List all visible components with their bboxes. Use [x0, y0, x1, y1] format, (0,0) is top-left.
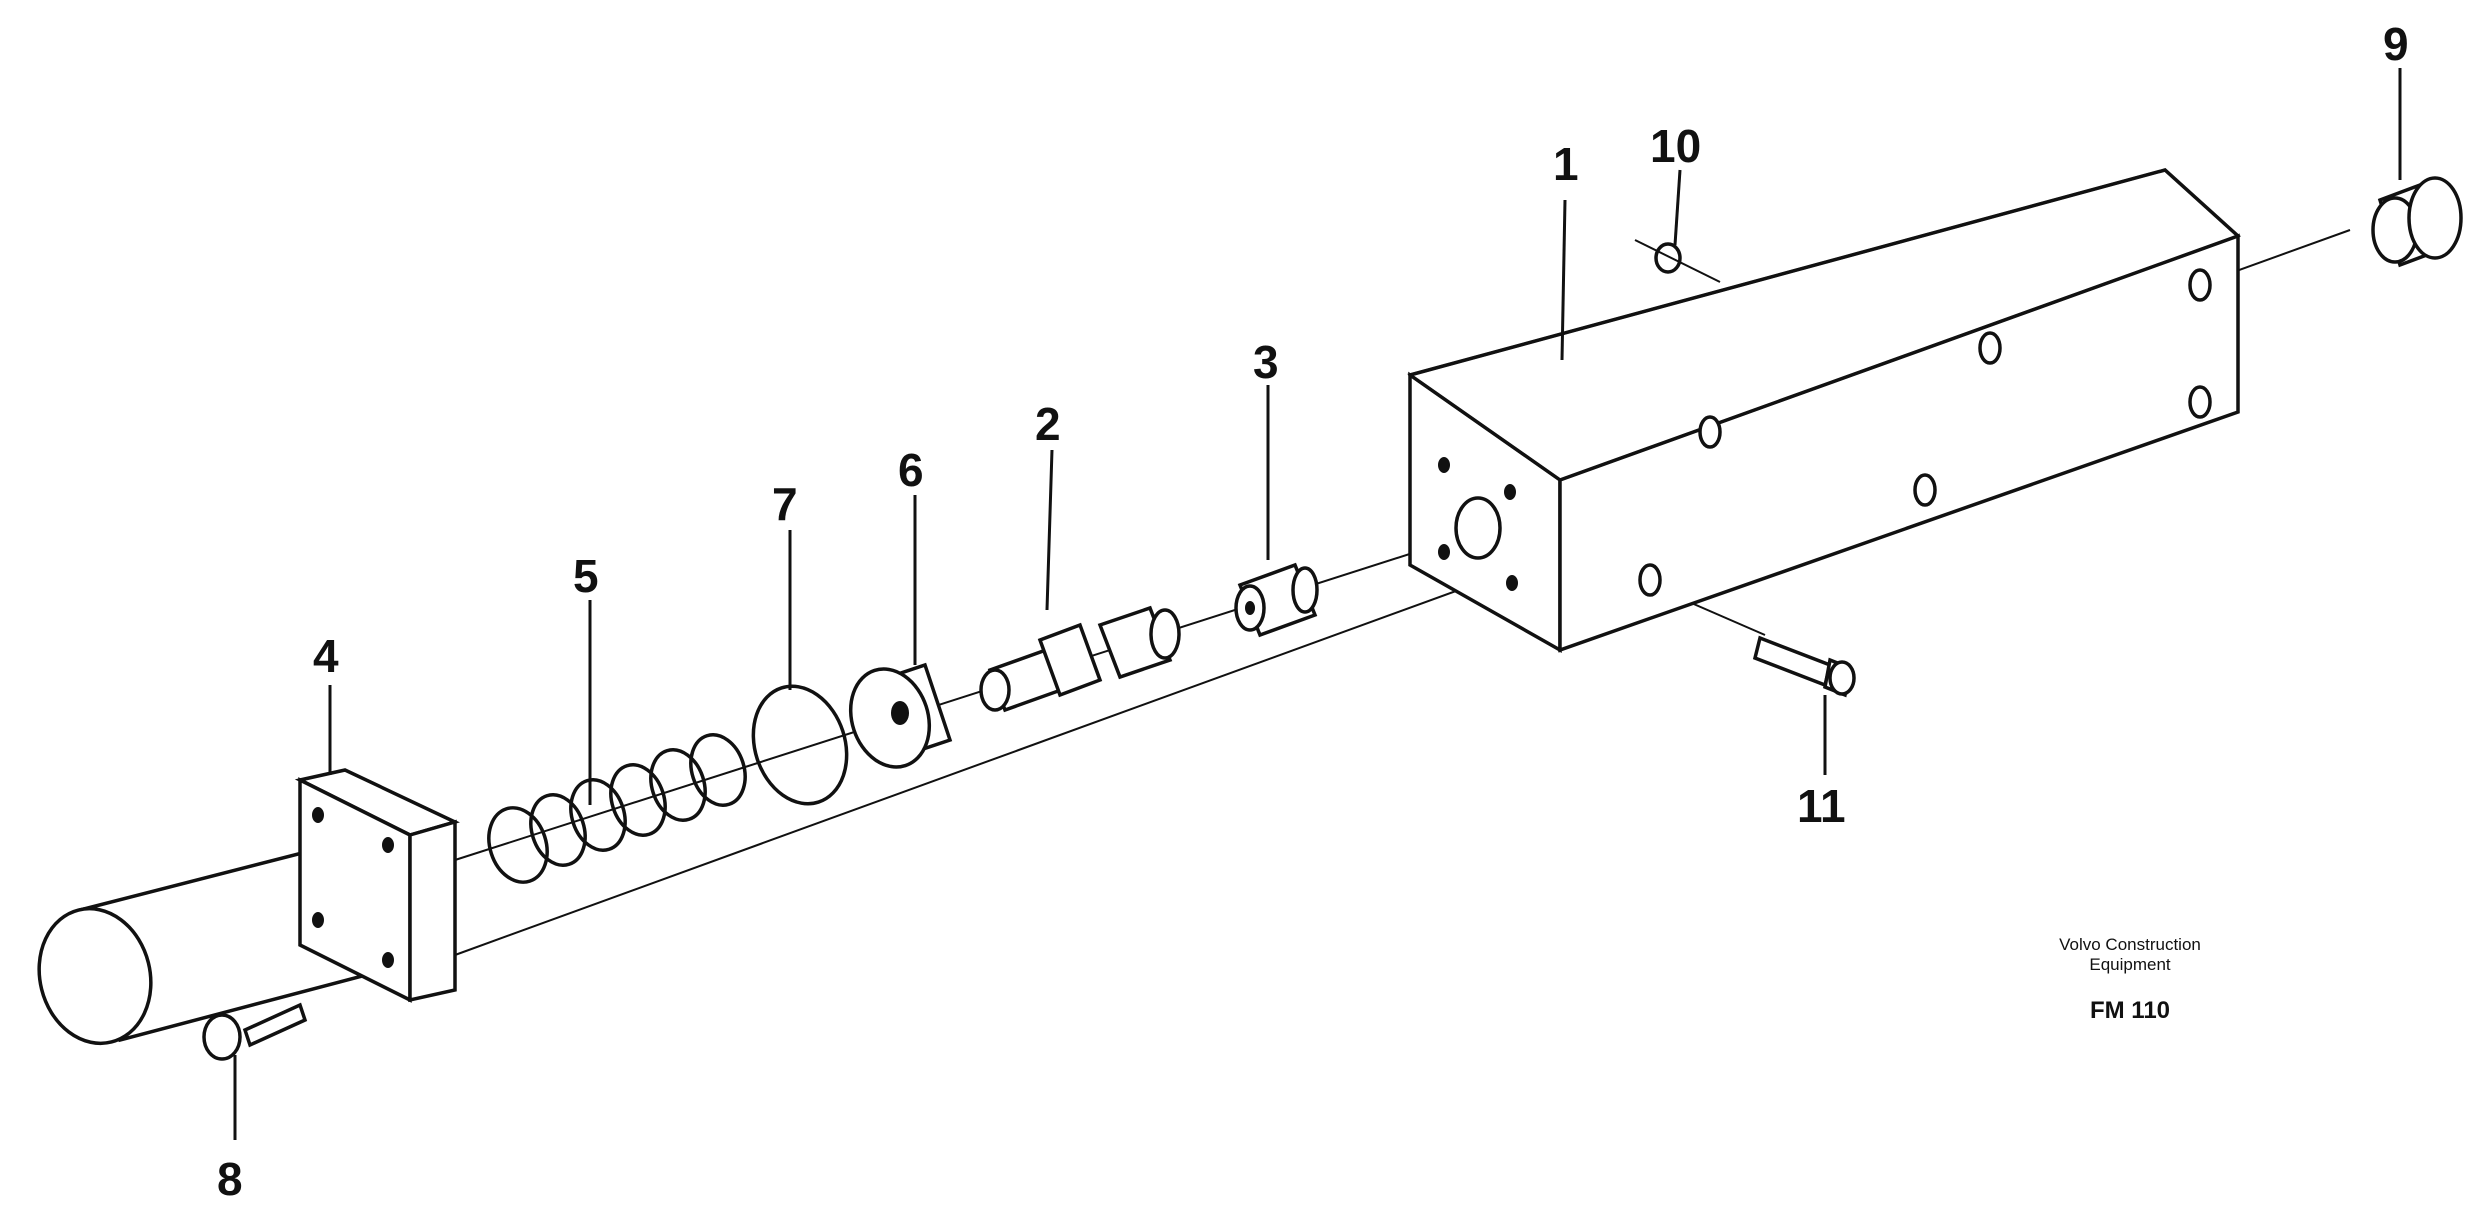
- o-ring: [751, 684, 849, 806]
- callout-1: 1: [1553, 138, 1579, 190]
- figure-code: FM 110: [2089, 997, 2171, 1024]
- leader-lines: [233, 68, 2402, 1140]
- screw-8: [202, 1002, 308, 1061]
- callout-5: 5: [573, 550, 599, 602]
- callout-2: 2: [1035, 398, 1061, 450]
- callout-4: 4: [313, 630, 339, 682]
- cover-cylinder: [37, 768, 460, 1046]
- spring: [487, 733, 747, 884]
- spool: [979, 605, 1181, 713]
- screw-11: [1752, 635, 1856, 698]
- small-o-ring: [1654, 242, 1682, 274]
- callout-8: 8: [217, 1153, 243, 1205]
- plug: [1234, 562, 1319, 638]
- bore-hole: [1454, 496, 1502, 560]
- callout-11: 11: [1797, 780, 1846, 832]
- callout-6: 6: [898, 444, 924, 496]
- brand-block: Volvo Construction Equipment FM 110: [1960, 935, 2300, 1025]
- washer: [848, 662, 953, 769]
- callout-9: 9: [2383, 18, 2409, 70]
- plug-screw: [2371, 176, 2463, 268]
- valve-housing: [1407, 168, 2241, 654]
- callout-labels: 1 2 3 4 5 6 7 8 9 10 11: [217, 18, 2409, 1205]
- brand-line-2: Equipment: [2089, 955, 2171, 974]
- callout-10: 10: [1650, 120, 1701, 172]
- brand-line-1: Volvo Construction: [2059, 935, 2201, 954]
- callout-3: 3: [1253, 336, 1279, 388]
- callout-7: 7: [772, 478, 798, 530]
